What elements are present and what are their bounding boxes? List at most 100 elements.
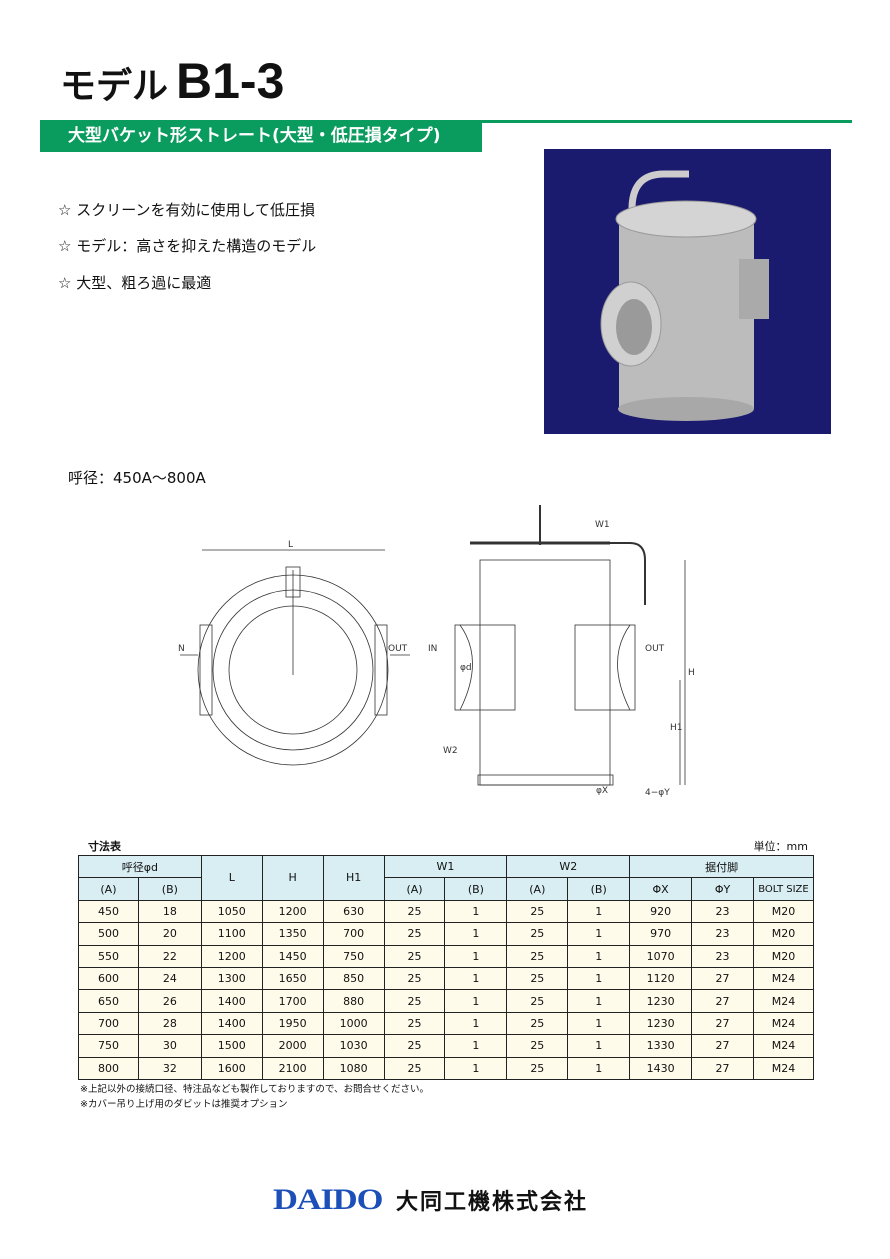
label-in: IN — [428, 644, 437, 654]
label-N: N — [178, 644, 185, 654]
table-cell: 25 — [506, 1011, 569, 1036]
sub-header: ΦX — [629, 877, 693, 901]
table-cell: 27 — [691, 989, 754, 1013]
table-cell: 700 — [322, 922, 385, 946]
sub-header: (A) — [78, 877, 139, 901]
col-L: L — [200, 855, 263, 901]
table-cell: 970 — [629, 922, 693, 946]
table-cell: M24 — [752, 1011, 815, 1036]
table-cell: M20 — [752, 922, 815, 946]
technical-drawing: L N OUT IN OUT W1 W2 H H1 φd φX 4−φY — [160, 485, 720, 809]
table-cell: 1070 — [629, 944, 693, 968]
table-cell: 25 — [506, 944, 569, 968]
table-cell: 1650 — [261, 966, 324, 991]
table-caption: 寸法表 — [88, 840, 121, 853]
dim-L: L — [288, 540, 293, 550]
table-cell: 23 — [691, 922, 754, 946]
dimension-table: 呼径φd L H H1 W1 W2 据付脚 (A)(B)(A)(B)(A)(B)… — [78, 854, 815, 1080]
note: ※上記以外の接続口径、特注品なども製作しておりますので、お問合せください。 — [80, 1084, 430, 1095]
product-image — [544, 149, 831, 434]
company-name: 大同工機株式会社 — [396, 1190, 589, 1215]
table-cell: 25 — [383, 1011, 446, 1036]
table-cell: 750 — [322, 944, 385, 968]
label-out: OUT — [388, 644, 408, 654]
table-cell: 1 — [567, 1034, 631, 1058]
table-cell: 1 — [567, 944, 631, 968]
table-cell: 25 — [506, 966, 569, 991]
sub-header: BOLT SIZE — [752, 877, 815, 901]
table-cell: 630 — [322, 899, 385, 924]
dim-H1: H1 — [670, 723, 683, 733]
table-cell: 25 — [383, 944, 446, 968]
col-feet: 据付脚 — [629, 854, 814, 879]
table-cell: 23 — [691, 899, 754, 924]
table-cell: M24 — [752, 989, 815, 1013]
table-cell: 23 — [691, 944, 754, 968]
table-cell: M20 — [752, 899, 815, 924]
table-cell: 30 — [137, 1034, 202, 1058]
table-cell: 1 — [444, 1011, 508, 1036]
table-cell: 27 — [691, 1034, 754, 1058]
table-cell: 25 — [383, 899, 446, 924]
dim-W1: W1 — [595, 520, 610, 530]
table-cell: 27 — [691, 1056, 754, 1080]
col-H: H — [261, 855, 324, 901]
table-cell: 800 — [78, 1056, 139, 1080]
table-cell: 550 — [78, 944, 139, 968]
sub-header: (B) — [444, 877, 508, 901]
table-cell: 1230 — [629, 1011, 693, 1036]
table-cell: 1 — [567, 922, 631, 946]
sub-header: (A) — [506, 877, 569, 901]
table-cell: 25 — [506, 922, 569, 946]
table-cell: M24 — [752, 1034, 815, 1058]
table-cell: 1950 — [261, 1011, 324, 1036]
table-cell: 1 — [567, 989, 631, 1013]
table-cell: M24 — [752, 966, 815, 991]
table-cell: 1500 — [200, 1034, 263, 1058]
table-cell: 1700 — [261, 989, 324, 1013]
table-cell: 2000 — [261, 1034, 324, 1058]
feature-item: ☆ 大型、粗ろ過に最適 — [58, 274, 212, 292]
label-out: OUT — [645, 644, 665, 654]
table-cell: 700 — [78, 1011, 139, 1036]
sub-header: (B) — [567, 877, 631, 901]
table-cell: M20 — [752, 944, 815, 968]
table-cell: 600 — [78, 966, 139, 991]
table-cell: 1600 — [200, 1056, 263, 1080]
table-cell: 1450 — [261, 944, 324, 968]
table-cell: 25 — [506, 989, 569, 1013]
table-cell: 1050 — [200, 899, 263, 924]
front-view — [180, 549, 410, 766]
table-cell: 1 — [444, 899, 508, 924]
table-cell: 27 — [691, 1011, 754, 1036]
table-cell: 20 — [137, 922, 202, 946]
table-cell: 1430 — [629, 1056, 693, 1080]
table-cell: 850 — [322, 966, 385, 991]
table-cell: 1200 — [200, 944, 263, 968]
sub-header: (B) — [137, 877, 202, 901]
table-cell: 32 — [137, 1056, 202, 1080]
table-cell: 1200 — [261, 899, 324, 924]
table-cell: 2100 — [261, 1056, 324, 1080]
unit-label: 単位：mm — [753, 840, 808, 853]
table-cell: 1 — [444, 966, 508, 991]
subtitle-banner: 大型バケット形ストレート(大型・低圧損タイプ) — [40, 120, 482, 152]
table-cell: 18 — [137, 899, 202, 924]
table-cell: 1080 — [322, 1056, 385, 1080]
company-logo: DAIDO 大同工機株式会社 — [273, 1183, 588, 1217]
table-cell: 22 — [137, 944, 202, 968]
divider — [482, 120, 852, 123]
table-cell: 25 — [383, 1034, 446, 1058]
table-cell: 1 — [444, 989, 508, 1013]
logo-mark: DAIDO — [273, 1183, 383, 1216]
feature-item: ☆ モデル：高さを抑えた構造のモデル — [58, 237, 317, 255]
table-cell: 26 — [137, 989, 202, 1013]
table-cell: 1 — [444, 1056, 508, 1080]
table-cell: 1 — [567, 1011, 631, 1036]
